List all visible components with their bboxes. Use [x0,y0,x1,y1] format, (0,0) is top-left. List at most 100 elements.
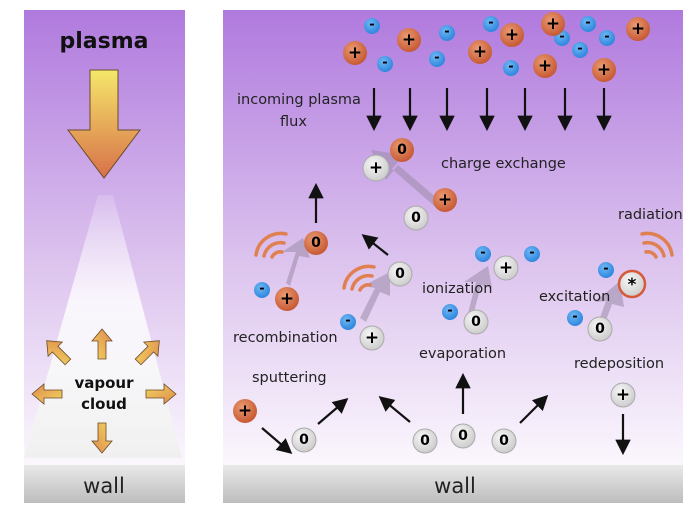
right-wall-label: wall [434,474,476,498]
electron-particle: - [483,16,499,32]
arrow-upleft-icon [378,396,411,423]
vapour-cloud-arrows [31,328,177,454]
ion-particle: + [493,255,519,281]
electron-particle: - [524,246,540,262]
electron-symbol: - [604,30,609,45]
ion-symbol: + [280,289,294,309]
electron-symbol: - [444,25,449,40]
neutral-symbol: 0 [595,321,605,337]
excitation-arrow-icon [595,281,624,326]
cloud-arrow-left-icon [31,383,63,405]
electron-symbol: - [345,314,350,329]
vapour-cloud-label-2: cloud [81,395,127,413]
electron-symbol: - [382,56,387,71]
process-labels: incoming plasma flux charge exchange rad… [233,92,683,386]
neutral-particle: 0 [412,428,438,454]
vapour-cloud-label-1: vapour [74,374,134,392]
ion-particle: + [275,287,299,311]
ion-particle: + [468,40,492,64]
plasma-title: plasma [60,29,149,54]
ion-symbol: + [438,190,452,210]
neutral-symbol: 0 [311,235,321,251]
neutral-particle: 0 [304,231,328,255]
neutral-symbol: 0 [420,433,430,449]
cloud-arrow-down-icon [91,422,113,454]
neutral-symbol: 0 [299,432,309,448]
electron-particle: - [572,42,588,58]
electron-symbol: - [488,16,493,31]
ion-particle: + [362,154,390,182]
right-plasma-background [223,10,683,465]
plasma-down-arrow-icon [67,69,141,179]
ion-symbol: + [597,60,611,80]
ion-symbol: + [473,42,487,62]
arrow-upright-icon [519,394,549,424]
radiation-label: radiation [618,207,683,223]
neutral-particle: 0 [387,261,413,287]
electron-particle: - [503,60,519,76]
electron-particle: - [475,246,491,262]
ion-symbol: + [505,25,519,45]
incoming-flux-label-1: incoming plasma [237,92,361,108]
neutral-symbol: 0 [499,433,509,449]
ionization-arrow-icon [464,266,492,316]
neutral-particle: 0 [403,205,429,231]
cloud-arrow-upright-icon [134,340,160,366]
ion-particle: + [610,382,636,408]
ion-symbol: + [402,30,416,50]
electron-symbol: - [585,16,590,31]
electron-symbol: - [480,246,485,261]
neutral-particle: 0 [450,423,476,449]
process-arrows [282,150,624,326]
neutral-particle: 0 [390,138,414,162]
ionization-label: ionization [422,281,492,297]
electron-symbol: - [559,30,564,45]
electron-particle: - [340,314,356,330]
ion-particle: + [592,58,616,82]
excited-particle: * [617,269,647,299]
electron-particle: - [598,262,614,278]
neutral-symbol: 0 [397,142,407,158]
recombination-arrow-icon [282,238,310,286]
motion-arrows [261,182,631,456]
recombination-label: recombination [233,330,338,346]
electron-symbol: - [259,282,264,297]
ion-symbol: + [238,401,252,421]
excitation-label: excitation [539,289,610,305]
ion-particle: + [397,28,421,52]
electron-symbol: - [508,60,513,75]
neutral-symbol: 0 [411,210,421,226]
ion-symbol: + [369,158,383,178]
left-wall [24,465,185,503]
arrow-upright-icon [317,397,349,425]
electron-particle: - [377,56,393,72]
redeposition-label: redeposition [574,356,664,372]
neutral-particle: 0 [291,427,317,453]
radiation-wave-icon [640,231,674,259]
ion-particle: + [359,325,385,351]
electron-symbol: - [577,42,582,57]
ion-particle: + [233,399,257,423]
ion-particle: + [626,17,650,41]
evaporation-label: evaporation [419,346,506,362]
electron-particle: - [567,310,583,326]
ion-particle: + [500,23,524,47]
arrow-downright-icon [261,427,293,455]
ion-symbol: + [538,56,552,76]
electron-symbol: - [572,310,577,325]
ion-symbol: + [631,19,645,39]
flux-arrows [366,88,612,132]
incoming-flux-label-2: flux [280,114,307,130]
right-wall [223,465,683,503]
right-panel: wall [223,10,683,503]
radiation-wave-icon [254,231,288,259]
charge-exchange-arrow-icon [371,150,445,211]
vapour-cone [24,195,182,458]
electron-particle: - [442,304,458,320]
electron-particle: - [364,18,380,34]
radiation-wave-icon [342,264,376,292]
electron-symbol: - [603,262,608,277]
ion-particle: + [541,12,565,36]
ion-particle: + [533,54,557,78]
sputtering-label: sputtering [252,370,327,386]
